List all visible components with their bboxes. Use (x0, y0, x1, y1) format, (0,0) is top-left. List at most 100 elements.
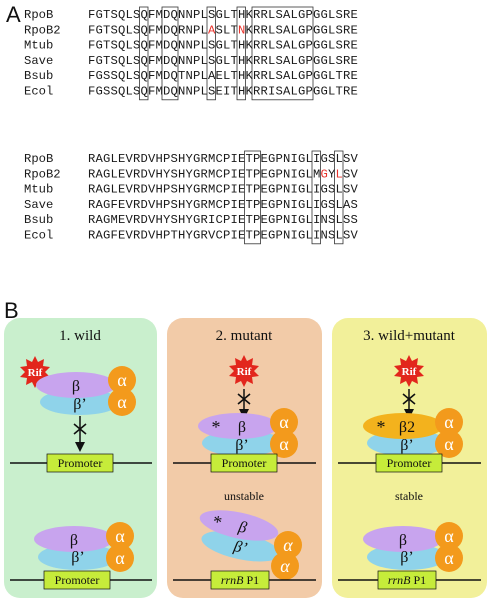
alpha-subunit (108, 388, 136, 416)
alpha-subunit (108, 366, 136, 394)
promoter-box (210, 453, 278, 473)
alpha-label: α (115, 548, 125, 568)
alpha-label: α (115, 526, 125, 546)
beta-prime-label: β’ (231, 538, 249, 558)
arrow-head (75, 442, 85, 452)
alpha-label: α (279, 412, 289, 432)
rrnb-p1-label: rrnB P1 (221, 573, 259, 587)
rif-label: Rif (28, 367, 43, 379)
alpha-label: α (444, 412, 454, 432)
beta-subunit (363, 526, 443, 552)
alpha-label: α (117, 370, 127, 390)
promoter-box (46, 453, 114, 473)
conserved-box (236, 6, 246, 101)
species-name: Save (24, 198, 53, 212)
species-name: RpoB (24, 152, 53, 166)
sequence: RAGMEVRDVHYSHYGRICPIETPEGPNIGLINSLSS (88, 213, 358, 227)
mutation-star: * (211, 511, 224, 532)
alpha-subunit (435, 430, 463, 458)
block-mark (237, 393, 251, 405)
sequence: RAGLEVRDVHPSHYGRMCPIETPEGPNIGLIGSLSV (88, 152, 359, 166)
conserved-box (251, 6, 314, 101)
conserved-box (206, 6, 216, 101)
panel-mutant-title: 2. mutant (216, 328, 273, 344)
conserved-box (334, 150, 344, 245)
block-mark (73, 423, 87, 435)
alpha-subunit (435, 522, 463, 550)
species-name: Ecol (24, 85, 53, 99)
alpha-label: α (117, 392, 127, 412)
alpha-subunit (270, 430, 298, 458)
promoter-label: Promoter (222, 456, 267, 470)
p1-text: P1 (243, 573, 259, 587)
promoter-label: Promoter (55, 573, 100, 587)
beta-prime-label: β’ (400, 437, 413, 454)
beta-label: β (70, 532, 78, 549)
rif-label: Rif (237, 366, 252, 378)
species-name: RpoB (24, 8, 53, 22)
beta2-subunit (363, 413, 443, 439)
rrnb-italic: rrnB (388, 573, 411, 587)
promoter-box (43, 570, 111, 590)
beta-prime-label: β’ (73, 396, 86, 413)
beta-subunit (34, 526, 114, 552)
panel-b-letter: B (4, 298, 19, 323)
promoter-label: Promoter (387, 456, 432, 470)
rrnb-promoter-box (377, 570, 437, 590)
alpha-label: α (283, 535, 293, 555)
panel-wild-title: 1. wild (59, 328, 101, 344)
species-name: Mtub (24, 39, 53, 53)
species-name: Bsub (24, 213, 53, 227)
alpha-subunit (270, 408, 298, 436)
sequence: RAGLEVRDVHYSHYGRMCPIETPEGPNIGLMGYLSV (88, 167, 359, 181)
alpha-subunit (106, 544, 134, 572)
alpha-label: α (280, 556, 290, 576)
rrnb-p1-label: rrnB P1 (388, 573, 426, 587)
panel-wild-mutant-title: 3. wild+mutant (363, 328, 456, 344)
beta-label: β (236, 518, 248, 536)
sequence: RAGLEVRDVHPSHYGRMCPIETPEGPNIGLIGSLSV (88, 183, 359, 197)
beta-label: β (72, 378, 80, 395)
mutation-star: * (377, 417, 386, 437)
beta2-label: β2 (399, 419, 415, 436)
conserved-box (244, 150, 261, 245)
rif-burst-3: Rif (394, 355, 424, 387)
species-name: Mtub (24, 183, 53, 197)
beta-label: β (238, 419, 246, 436)
tilted-polymerase: * β β’ (199, 510, 280, 562)
alpha-label: α (444, 434, 454, 454)
sequence: FGSSQLSQFMDQNNPLSEITHKRRISALGPGGLTRE (88, 85, 358, 99)
sequence: FGTSQLSQFMDQNNPLSGLTHKRRLSALGPGGLSRE (88, 39, 358, 53)
alignment-block-1: RpoB FGTSQLSQFMDQNNPLSGLTHKRRLSALGPGGLSRE… (24, 6, 358, 101)
sequence: FGTSQLSQFMDQRNPLASLTNKRRLSALGPGGLSRE (88, 23, 358, 37)
conserved-box (161, 6, 179, 101)
alpha-subunit (271, 552, 299, 580)
stable-label: stable (395, 489, 423, 503)
beta-subunit-mutant (198, 413, 278, 439)
conserved-box (139, 6, 149, 101)
alpha-subunit (274, 531, 302, 559)
alpha-subunit (435, 408, 463, 436)
rif-label: Rif (402, 366, 417, 378)
sequence: FGTSQLSQFMDQNNPLSGLTHKRRLSALGPGGLSRE (88, 54, 358, 68)
beta-prime-label: β’ (400, 549, 413, 566)
beta-subunit-mutant (199, 510, 279, 541)
p1-text: P1 (410, 573, 426, 587)
sequence: FGTSQLSQFMDQNNPLSGLTHKRRLSALGPGGLSRE (88, 8, 358, 22)
alpha-subunit (106, 522, 134, 550)
mutation-star: * (212, 417, 221, 437)
panel-a-letter: A (6, 2, 21, 27)
alpha-label: α (444, 548, 454, 568)
promoter-label: Promoter (58, 456, 103, 470)
species-name: Bsub (24, 69, 53, 83)
species-name: RpoB2 (24, 23, 61, 37)
conserved-box (311, 150, 321, 245)
sequence: FGSSQLSQFMDQTNPLAELTHKRRLSALGPGGLTRE (88, 69, 358, 83)
beta-subunit (36, 372, 116, 398)
sequence: RAGFEVRDVHPTHYGRVCPIETPEGPNIGLINSLSV (88, 229, 359, 243)
promoter-box (375, 453, 443, 473)
sequence: RAGFEVRDVHPSHYGRMCPIETPEGPNIGLIGSLAS (88, 198, 358, 212)
block-mark (402, 393, 416, 405)
alpha-label: α (444, 526, 454, 546)
species-name: Ecol (24, 229, 53, 243)
